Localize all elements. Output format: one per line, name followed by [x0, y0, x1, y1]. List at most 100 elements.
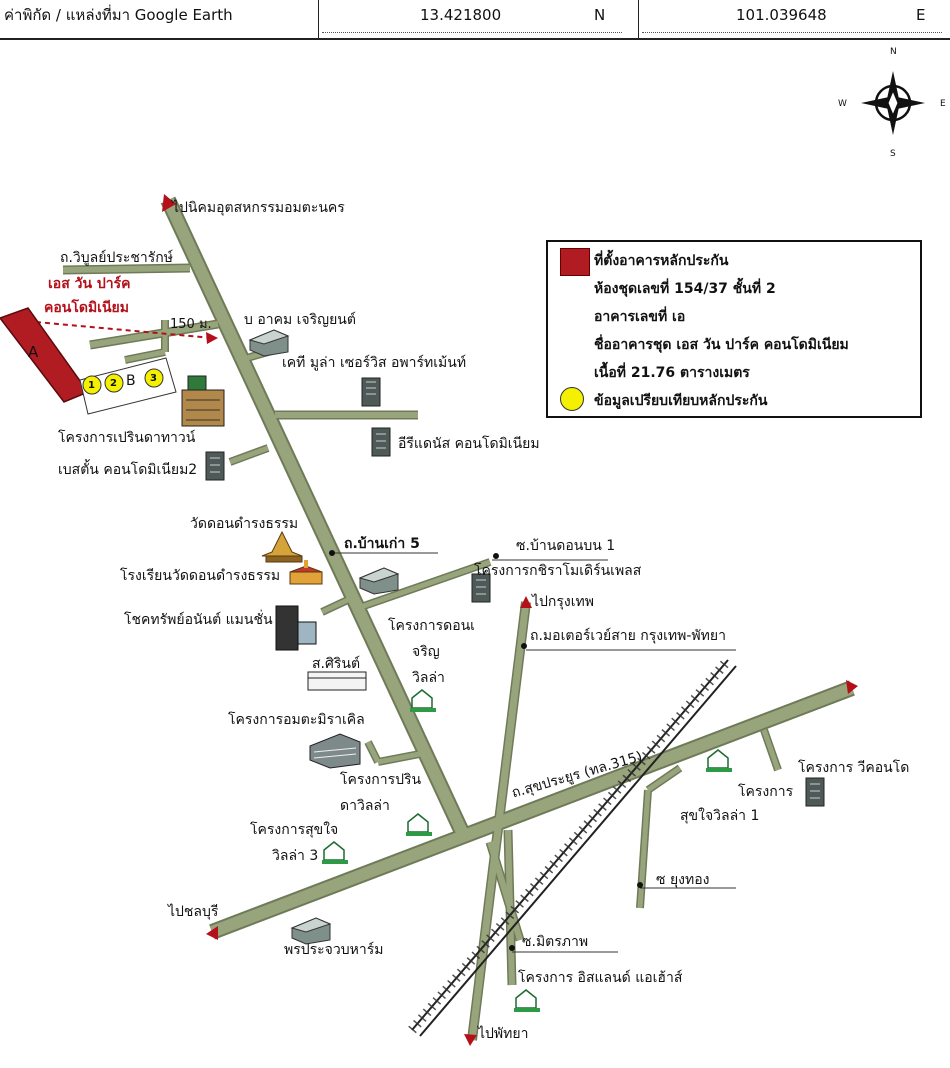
- label-don-charoen-2: จริญ: [412, 644, 440, 660]
- label-leaders: [332, 552, 736, 953]
- house-icon: [706, 749, 732, 772]
- label-erie: อีรีแดนัส คอนโดมิเนียม: [398, 436, 540, 452]
- label-sukjai3-a: โครงการสุขใจ: [250, 822, 339, 838]
- legend-comparable-swatch: [560, 387, 584, 411]
- factory-icon: [358, 567, 400, 595]
- comparable-3-label: 3: [150, 373, 157, 384]
- warehouse-icon: [307, 671, 367, 691]
- latitude-underline: [322, 32, 622, 33]
- label-amata-nakorn: ไปนิคมอุตสหกรรมอมตะนคร: [172, 200, 345, 216]
- header-divider: [318, 0, 319, 38]
- leader-dot: [493, 553, 499, 559]
- latitude-value: 13.421800: [420, 6, 502, 24]
- comparable-1-marker: [82, 375, 102, 395]
- comparable-1-label: 1: [88, 380, 95, 391]
- label-farm: พรประจวบหาร์ม: [284, 942, 384, 958]
- house-icon: [514, 989, 540, 1012]
- temple-icon: [261, 530, 303, 563]
- label-sukjai1-b: สุขใจวิลล่า 1: [680, 808, 760, 824]
- map-icons: [181, 329, 825, 1012]
- apartment-icon: [805, 777, 825, 807]
- coordinate-source-label: ค่าพิกัด / แหล่งที่มา Google Earth: [4, 6, 233, 24]
- label-chok: โชคทรัพย์อนันต์ แมนชั่น: [124, 612, 273, 628]
- legend-unit-number: ห้องชุดเลขที่ 154/37 ชั้นที่ 2: [594, 281, 776, 297]
- legend-collateral-swatch: [560, 248, 590, 276]
- label-kt-mula: เคที มูล่า เซอร์วิส อพาร์ทเม้นท์: [282, 355, 467, 371]
- house-icon: [322, 841, 348, 864]
- direction-arrows: [162, 194, 858, 1046]
- compass-east-label: E: [940, 99, 946, 109]
- label-krisra: โครงการกชิราโมเดิร์นเพลส: [474, 563, 642, 579]
- compass-icon: [861, 71, 925, 135]
- label-wat: วัดดอนดำรงธรรม: [190, 516, 299, 532]
- legend-collateral-title: ที่ตั้งอาคารหลักประกัน: [594, 253, 729, 269]
- legend-building-number: อาคารเลขที่ เอ: [594, 309, 686, 325]
- leader-dot: [637, 882, 643, 888]
- factory-icon: [248, 329, 290, 357]
- legend-comparable-title: ข้อมูลเปรียบเทียบหลักประกัน: [594, 393, 768, 409]
- label-motorway: ถ.มอเตอร์เวย์สาย กรุงเทพ-พัทยา: [530, 628, 726, 644]
- leader-dot: [329, 550, 335, 556]
- comparable-2-marker: [104, 373, 124, 393]
- label-island: โครงการ อิสแลนด์ แอเฮ้าส์: [518, 970, 683, 986]
- comparables-box: [79, 357, 177, 415]
- label-basetown: เบสตั้น คอนโดมิเนียม2: [58, 462, 198, 478]
- site-name-line1: เอส วัน ปาร์ค: [48, 276, 131, 292]
- leader-dot: [521, 643, 527, 649]
- label-prin-downtown: โครงการเปรินดาทาวน์: [58, 430, 196, 446]
- longitude-underline: [642, 32, 942, 33]
- label-to-pattaya: ไปพัทยา: [478, 1026, 529, 1042]
- latitude-direction: N: [594, 6, 606, 24]
- label-sirin: ส.ศิรินต์: [312, 656, 361, 672]
- map-legend: ที่ตั้งอาคารหลักประกัน ห้องชุดเลขที่ 154…: [546, 240, 922, 418]
- building-b-label: B: [126, 373, 136, 389]
- legend-area: เนื้อที่ 21.76 ตารางเมตร: [594, 365, 750, 381]
- label-soi-mittraphap: ซ.มิตรภาพ: [522, 934, 589, 950]
- header-divider: [638, 0, 639, 38]
- label-don-charoen-3: วิลล่า: [412, 670, 445, 686]
- compass-west-label: W: [838, 99, 847, 109]
- commercial-building-icon: [181, 375, 225, 427]
- label-amata-miracle: โครงการอมตะมิราเคิล: [228, 712, 365, 728]
- railway-track: [408, 656, 737, 1037]
- arrow-bangkok-icon: [520, 596, 532, 608]
- arrow-pattaya-icon: [464, 1034, 477, 1046]
- apartment-icon: [371, 427, 391, 457]
- compass-south-label: S: [890, 149, 896, 159]
- arrow-north-icon: [162, 194, 176, 212]
- comparable-2-label: 2: [110, 378, 117, 389]
- distance-marker: [35, 321, 218, 344]
- label-prin-villa-1: โครงการปริน: [340, 772, 422, 788]
- label-don-charoen-1: โครงการดอนเ: [388, 618, 475, 634]
- house-icon: [410, 689, 436, 712]
- label-prin-villa-2: ดาวิลล่า: [340, 798, 390, 814]
- arrow-east-icon: [846, 680, 858, 694]
- site-name-line2: คอนโดมิเนียม: [44, 300, 129, 316]
- factory-icon: [290, 917, 332, 945]
- label-soi-yungthong: ซ ยุงทอง: [656, 872, 710, 888]
- school-icon: [289, 560, 323, 585]
- label-vcondo: โครงการ วีคอนโด: [798, 760, 910, 776]
- label-soi-bandon: ซ.บ้านดอนบน 1: [516, 538, 616, 554]
- arrow-west-icon: [206, 926, 218, 940]
- compass-north-label: N: [890, 47, 897, 57]
- longitude-direction: E: [916, 6, 926, 24]
- label-wibun-road: ถ.วิบูลย์ประชารักษ์: [60, 250, 173, 266]
- label-school: โรงเรียนวัดดอนดำรงธรรม: [120, 568, 281, 584]
- building-a-label: A: [28, 343, 39, 361]
- apartment-icon: [471, 573, 491, 603]
- comparable-3-marker: [144, 368, 164, 388]
- longitude-value: 101.039648: [736, 6, 827, 24]
- legend-condo-name: ชื่ออาคารชุด เอส วัน ปาร์ค คอนโดมิเนียม: [594, 337, 849, 353]
- leader-dot: [509, 945, 515, 951]
- label-to-bangkok: ไปกรุงเทพ: [532, 594, 595, 610]
- label-sukjai3-b: วิลล่า 3: [272, 848, 319, 864]
- office-building-icon: [309, 733, 361, 769]
- coordinate-header: ค่าพิกัด / แหล่งที่มา Google Earth 13.42…: [0, 0, 950, 40]
- label-sukjai1-a: โครงการ: [738, 784, 794, 800]
- apartment-icon: [361, 377, 381, 407]
- label-ban-kao-road: ถ.บ้านเก่า 5: [344, 536, 420, 552]
- house-icon: [406, 813, 432, 836]
- label-to-chonburi: ไปชลบุรี: [168, 904, 219, 920]
